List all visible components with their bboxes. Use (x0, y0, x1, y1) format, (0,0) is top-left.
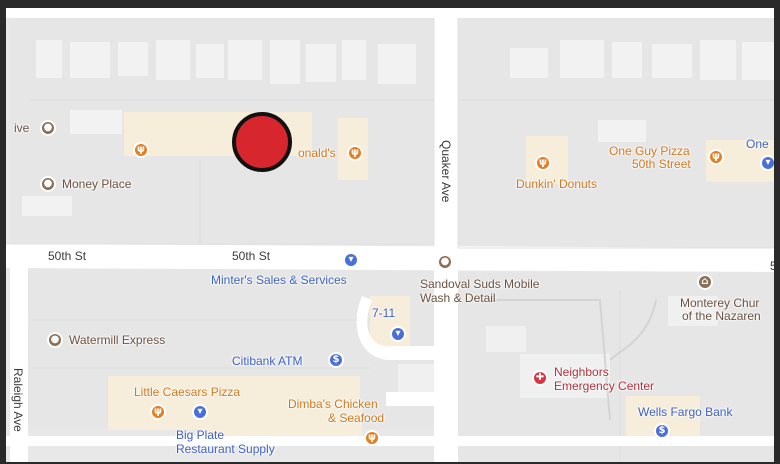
poi-label-mcdonalds[interactable]: onald's (298, 146, 336, 160)
poi-label-minters[interactable]: Minter's Sales & Services (211, 273, 347, 287)
poi-label-sandoval-2[interactable]: Wash & Detail (420, 291, 496, 305)
poi-label-bigplate-2[interactable]: Restaurant Supply (176, 442, 275, 456)
restaurant-pin-icon[interactable]: ψ (347, 145, 363, 161)
poi-pin-icon[interactable]: ● (40, 176, 56, 192)
poi-label-watermill[interactable]: Watermill Express (69, 333, 166, 347)
commercial-areas (108, 112, 778, 444)
street-label-edge: 5 (770, 259, 777, 273)
bank-pin-icon[interactable]: $ (654, 423, 670, 439)
poi-label-monterey-1[interactable]: Monterey Chur (680, 296, 760, 310)
poi-label-dimbas-2[interactable]: & Seafood (328, 411, 385, 425)
poi-label-neighbors-1[interactable]: Neighbors (554, 365, 609, 379)
poi-pin-icon[interactable]: ● (437, 254, 453, 270)
poi-label-monterey-2[interactable]: of the Nazaren (682, 309, 761, 323)
buildings-lower (398, 296, 718, 398)
restaurant-pin-icon[interactable]: ψ (364, 430, 380, 446)
restaurant-pin-icon[interactable]: ψ (708, 149, 724, 165)
shopping-pin-icon[interactable]: ▾ (760, 155, 776, 171)
road-edges (0, 18, 780, 249)
hospital-pin-icon[interactable]: ✚ (532, 370, 548, 386)
atm-pin-icon[interactable]: $ (328, 352, 344, 368)
restaurant-pin-icon[interactable]: ψ (150, 404, 166, 420)
restaurant-pin-icon[interactable]: ψ (133, 142, 149, 158)
street-label-50th-mid: 50th St (232, 249, 271, 263)
poi-label-one-guy-1[interactable]: One Guy Pizza (609, 144, 690, 158)
poi-label-little-caesars[interactable]: Little Caesars Pizza (134, 385, 241, 399)
poi-label-neighbors-2[interactable]: Emergency Center (554, 379, 655, 393)
street-label-raleigh: Raleigh Ave (11, 368, 25, 432)
street-label-50th-left: 50th St (48, 249, 87, 263)
poi-label-wells-fargo[interactable]: Wells Fargo Bank (638, 405, 733, 419)
shopping-pin-icon[interactable]: ▾ (192, 404, 208, 420)
poi-label-live: ive (14, 121, 30, 135)
parcel-lines (30, 99, 780, 460)
shopping-pin-icon[interactable]: ▾ (343, 252, 359, 268)
buildings-top-row (22, 40, 778, 216)
poi-label-dimbas-1[interactable]: Dimba's Chicken (288, 397, 378, 411)
shopping-pin-icon[interactable]: ▾ (390, 326, 406, 342)
poi-label-sandoval-1[interactable]: Sandoval Suds Mobile (420, 277, 540, 291)
selected-location-marker[interactable] (232, 112, 292, 172)
church-pin-icon[interactable]: ⌂ (697, 274, 713, 290)
parking-paths (470, 299, 657, 421)
poi-label-dunkin[interactable]: Dunkin' Donuts (516, 177, 597, 191)
poi-pin-icon[interactable]: ● (40, 120, 56, 136)
poi-label-money-place[interactable]: Money Place (62, 177, 132, 191)
poi-pin-icon[interactable]: ● (47, 332, 63, 348)
poi-label-bigplate-1[interactable]: Big Plate (176, 428, 225, 442)
poi-label-citibank[interactable]: Citibank ATM (232, 354, 303, 368)
poi-label-one-guy-2[interactable]: 50th Street (632, 157, 691, 171)
poi-label-one[interactable]: One (746, 137, 769, 151)
restaurant-pin-icon[interactable]: ψ (535, 155, 551, 171)
poi-label-seven-eleven[interactable]: 7-11 (372, 306, 396, 320)
street-label-quaker: Quaker Ave (439, 140, 453, 203)
